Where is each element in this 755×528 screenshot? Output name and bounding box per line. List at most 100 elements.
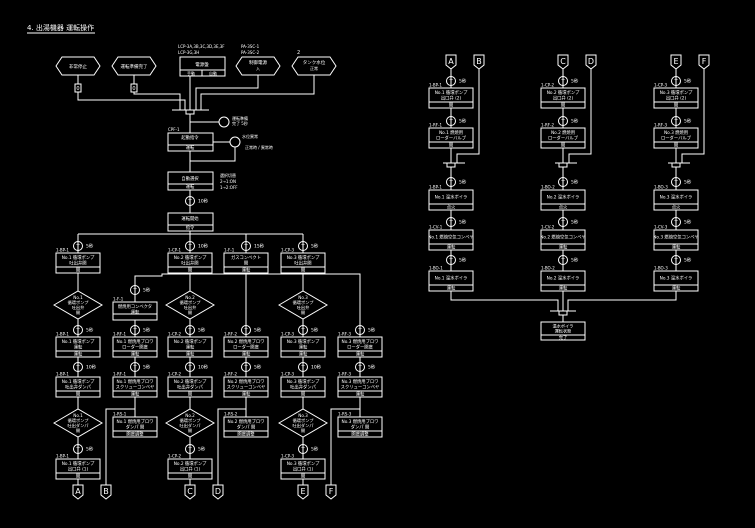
- offpage-connector-C: [184, 484, 196, 500]
- connector-letter: F: [329, 487, 334, 496]
- box-state: 運転: [356, 352, 365, 358]
- timer-icon: [671, 255, 681, 265]
- label: No.2: [185, 295, 195, 300]
- timer-value: 5秒: [459, 179, 467, 186]
- timer-icon: [558, 177, 568, 187]
- timer-t-glyph: T: [673, 79, 678, 85]
- box-state: 運転: [242, 392, 251, 398]
- box-line1: No.1 燃焼空気コンベヤ: [428, 234, 474, 241]
- box-line1: No.2 温水ボイラ: [547, 275, 580, 282]
- connector-line: [567, 291, 677, 311]
- label: No.3: [298, 295, 308, 300]
- box-line1: No.3 燃焼用ブロワ: [341, 418, 378, 425]
- box-state: 運転: [186, 352, 195, 358]
- timer-value: 5秒: [254, 327, 262, 334]
- box-state: 点火: [447, 205, 456, 211]
- equipment-tag: 1-BO-3: [654, 185, 668, 190]
- box-line2: ダンパ 開: [126, 424, 145, 431]
- box-state: 開: [301, 474, 305, 480]
- timer-value: 5秒: [143, 327, 151, 334]
- equipment-tag: 1-CV-3: [654, 225, 668, 230]
- box-state: 運転: [131, 352, 140, 358]
- timer-icon: [241, 325, 251, 335]
- box-line1: No.2 循環ポンプ: [174, 378, 207, 385]
- label: 水位異常: [242, 133, 258, 139]
- label: 開: [76, 310, 80, 316]
- equipment-tag: 1-RF-3: [338, 372, 352, 377]
- box-line1: ガスコンベクト: [231, 254, 261, 261]
- timer-t-glyph: T: [448, 258, 453, 264]
- box-line1: No.2 燃焼用ブロワ: [227, 418, 264, 425]
- box-line1: No.3 循環ポンプ: [287, 254, 320, 261]
- box-line2: ローダーバルブ: [548, 135, 579, 142]
- timer-value: 5秒: [86, 327, 94, 334]
- box-line1: No.3 燃焼用ブロワ: [341, 338, 378, 345]
- box-line1: No.1 循環ポンプ: [62, 378, 95, 385]
- box-state: 開: [301, 392, 305, 398]
- label: 吐出ダンパ: [180, 422, 202, 429]
- side-box: [337, 416, 383, 438]
- label: 非常停止: [69, 63, 87, 70]
- label: No.1: [73, 295, 83, 300]
- box-line1: No.2 循環ポンプ: [174, 338, 207, 345]
- box-state: 開: [188, 268, 192, 274]
- panel-note: LCP-3G,3H: [178, 50, 199, 55]
- box-line1: No.2 温水ボイラ: [547, 194, 580, 201]
- timer-t-glyph: T: [187, 244, 192, 250]
- timer-icon: [298, 241, 308, 251]
- label: 開: [76, 428, 80, 434]
- connector-letter: B: [476, 57, 482, 66]
- timer-t-glyph: T: [673, 119, 678, 125]
- label: 0: [132, 86, 135, 92]
- equipment-tag: 1-RF-2: [224, 332, 238, 337]
- timer-icon: [130, 285, 140, 295]
- label: 開: [301, 310, 305, 316]
- timer-value: 5秒: [86, 243, 94, 250]
- box-line1: No.1 燃焼用ブロワ: [116, 378, 153, 385]
- timer-t-glyph: T: [448, 180, 453, 186]
- timer-value: 5秒: [254, 364, 262, 371]
- equipment-tag: CPF-1: [168, 127, 180, 132]
- box-line1: 燃焼用コンベクタ: [118, 303, 152, 310]
- equipment-tag: 1-BO-2: [541, 266, 555, 271]
- connector-line: [200, 75, 315, 110]
- equipment-tag: 1-CV-1: [429, 225, 443, 230]
- decision-diamond: [278, 408, 328, 438]
- timer-icon: [298, 325, 308, 335]
- timer-value: 5秒: [368, 327, 376, 334]
- equipment-tag: 1-RF-3: [338, 332, 352, 337]
- timer-value: 5秒: [311, 446, 319, 453]
- box-state: 開: [188, 474, 192, 480]
- box-line2: 出口弁 (2): [666, 95, 687, 102]
- label: 指令: [186, 224, 195, 231]
- box-state: 点火: [672, 205, 681, 211]
- label: 吐出弁: [72, 304, 85, 311]
- timer-value: 5秒: [143, 364, 151, 371]
- box-line2: 運転: [299, 345, 308, 351]
- timer-icon: [446, 217, 456, 227]
- timer-t-glyph: T: [75, 328, 80, 334]
- timer-icon: [130, 325, 140, 335]
- timer-icon: [671, 177, 681, 187]
- timer-t-glyph: T: [560, 220, 565, 226]
- timer-value: 10秒: [198, 243, 209, 250]
- timer-icon: [446, 76, 456, 86]
- box-line1: No.3 温水ボイラ: [660, 194, 693, 201]
- connector-line: [195, 75, 259, 110]
- offpage-connector-E: [670, 54, 682, 70]
- timer-icon: [558, 76, 568, 86]
- box-line2: ダンパ 開: [237, 424, 256, 431]
- box-line1: No.2 燃焼空気コンベヤ: [540, 234, 586, 241]
- label: 吐出ダンパ: [293, 422, 315, 429]
- offpage-connector-A: [72, 484, 84, 500]
- box-state: 運転: [74, 352, 83, 358]
- equipment-tag: 1-BP-1: [429, 185, 442, 190]
- connector-letter: A: [75, 487, 81, 496]
- equipment-tag: 1-CP-2: [168, 372, 182, 377]
- box-line2: 運転: [131, 310, 140, 316]
- offpage-connector-E: [297, 484, 309, 500]
- timer-t-glyph: T: [75, 244, 80, 250]
- box-line1: No.1 燃焼用: [439, 129, 463, 136]
- timer-icon: [558, 255, 568, 265]
